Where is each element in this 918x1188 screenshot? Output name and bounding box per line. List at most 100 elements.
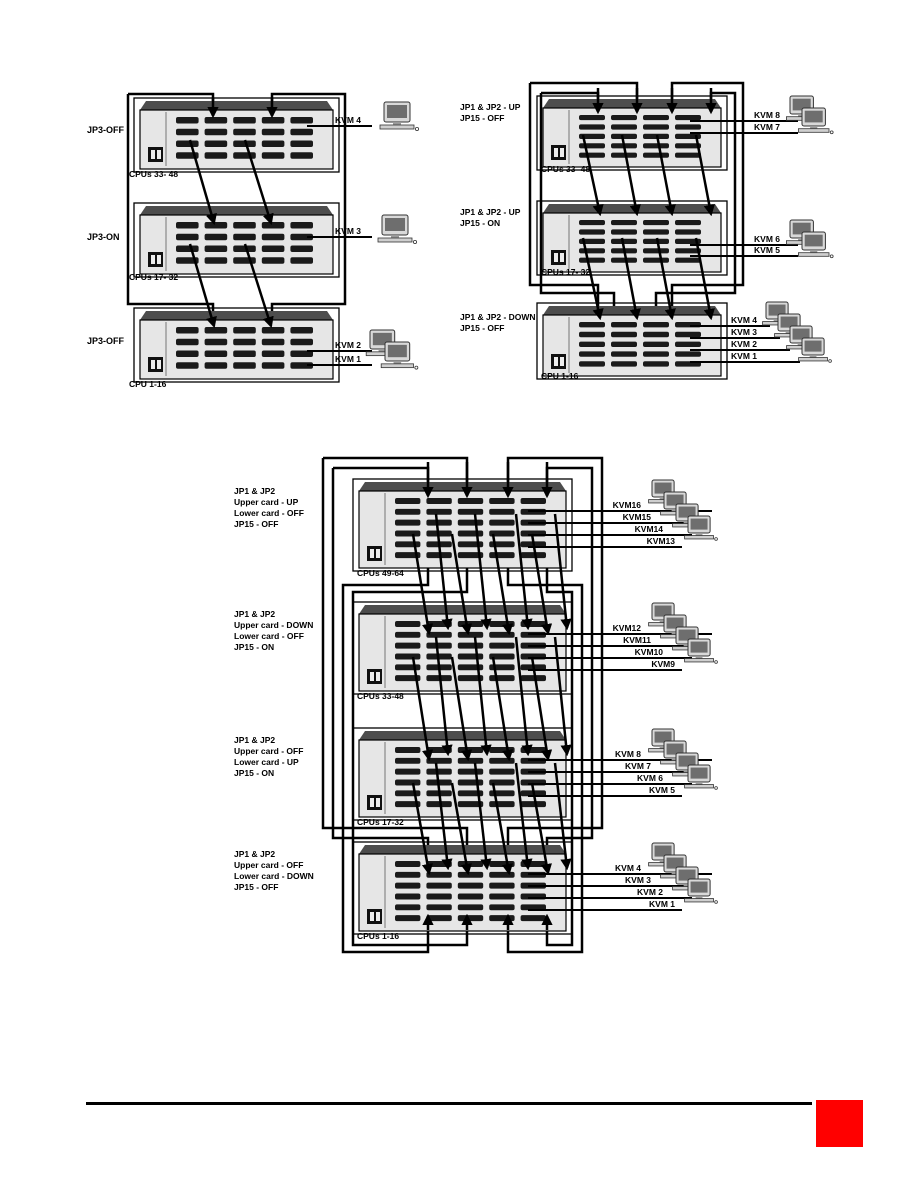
kvm-label: KVM 4 <box>731 315 757 325</box>
db-port <box>643 152 669 158</box>
db-port <box>426 882 452 889</box>
db-port <box>579 220 605 226</box>
jumper-label: JP1 & JP2 - UP <box>460 102 521 112</box>
db-port <box>457 498 484 504</box>
computer-monitor-icon <box>377 214 417 244</box>
db-port <box>176 327 199 334</box>
monitor-stand <box>393 361 402 364</box>
monitor-screen <box>768 304 786 316</box>
db-port <box>290 152 313 159</box>
jumper-label: JP15 - ON <box>234 642 274 652</box>
db-port <box>579 152 605 158</box>
cpu-range-label: CPUs 1-16 <box>357 931 399 941</box>
db-port <box>233 117 256 124</box>
mouse <box>414 365 419 370</box>
monitor-screen <box>792 328 810 340</box>
jumper-label: Upper card - OFF <box>234 746 303 756</box>
cable <box>539 93 616 318</box>
mouse <box>414 127 419 132</box>
db-port <box>426 904 452 911</box>
power-socket-icon <box>376 798 380 807</box>
db-port <box>204 152 228 159</box>
db-port <box>261 128 285 136</box>
kvm-switch-unit <box>542 99 722 168</box>
computer-monitor-icon <box>798 107 834 135</box>
power-socket-icon <box>157 360 161 369</box>
monitor-stand <box>695 896 703 899</box>
switch-top-panel <box>359 482 566 491</box>
monitor-screen <box>678 629 696 641</box>
monitor-stand <box>810 126 818 129</box>
db-port <box>489 653 515 660</box>
db-port <box>233 338 256 346</box>
arrow <box>694 134 715 217</box>
power-switch-icon <box>370 912 374 921</box>
kvm-label: KVM 3 <box>335 226 361 236</box>
kvm-label: KVM12 <box>613 623 642 633</box>
arrow <box>411 533 434 636</box>
computer-monitor-icon <box>684 515 718 541</box>
mouse <box>714 786 718 790</box>
db-port <box>643 229 669 235</box>
db-port <box>457 642 484 649</box>
monitor-screen <box>780 316 798 328</box>
monitor-screen <box>666 617 684 629</box>
db-port <box>457 747 484 753</box>
kvm-label: KVM9 <box>651 659 675 669</box>
db-port <box>579 351 605 357</box>
arrow <box>434 762 453 871</box>
db-port <box>579 115 605 121</box>
kvm-label: KVM 1 <box>649 899 675 909</box>
db-port <box>457 915 484 922</box>
arrow <box>694 237 715 321</box>
db-port <box>520 552 546 559</box>
cable <box>670 81 745 318</box>
db-port <box>489 893 515 900</box>
arrow <box>243 243 274 329</box>
kvm-label: KVM11 <box>623 635 651 645</box>
db-port <box>176 222 199 229</box>
db-port <box>489 621 515 627</box>
arrow <box>581 237 604 321</box>
power-socket-icon <box>376 672 380 681</box>
db-port <box>395 530 421 537</box>
db-port <box>233 152 256 159</box>
kvm-label: KVM 6 <box>637 773 663 783</box>
db-port <box>395 779 421 786</box>
db-port <box>579 124 605 130</box>
cpu-range-label: CPUs 17- 32 <box>129 272 178 282</box>
db-port <box>233 257 256 264</box>
switch-top-panel <box>359 605 566 614</box>
db-port <box>176 362 199 369</box>
db-port <box>579 238 605 244</box>
db-port <box>489 757 515 764</box>
keyboard <box>684 658 714 663</box>
db-port <box>426 915 452 922</box>
db-port <box>643 115 669 121</box>
db-port <box>520 675 546 682</box>
arrow <box>450 533 473 636</box>
db-port <box>643 220 669 226</box>
db-port <box>176 233 199 241</box>
db-port <box>395 675 421 682</box>
db-port <box>395 498 421 504</box>
db-port <box>261 257 285 264</box>
switch-top-panel <box>140 206 333 215</box>
db-port <box>611 331 637 338</box>
db-port <box>204 350 228 357</box>
db-port <box>395 768 421 775</box>
db-port <box>611 115 637 121</box>
db-port <box>233 327 256 334</box>
monitor-stand <box>391 235 399 238</box>
db-port <box>579 322 605 328</box>
db-port <box>426 498 452 504</box>
kvm-label: KVM 7 <box>754 122 780 132</box>
db-port <box>520 621 546 627</box>
arrow <box>514 762 533 871</box>
db-port <box>611 351 637 357</box>
power-socket-icon <box>376 549 380 558</box>
db-port <box>520 861 546 867</box>
switch-top-panel <box>140 101 333 110</box>
arrow <box>655 237 676 321</box>
computer-monitor-icon <box>380 341 419 370</box>
